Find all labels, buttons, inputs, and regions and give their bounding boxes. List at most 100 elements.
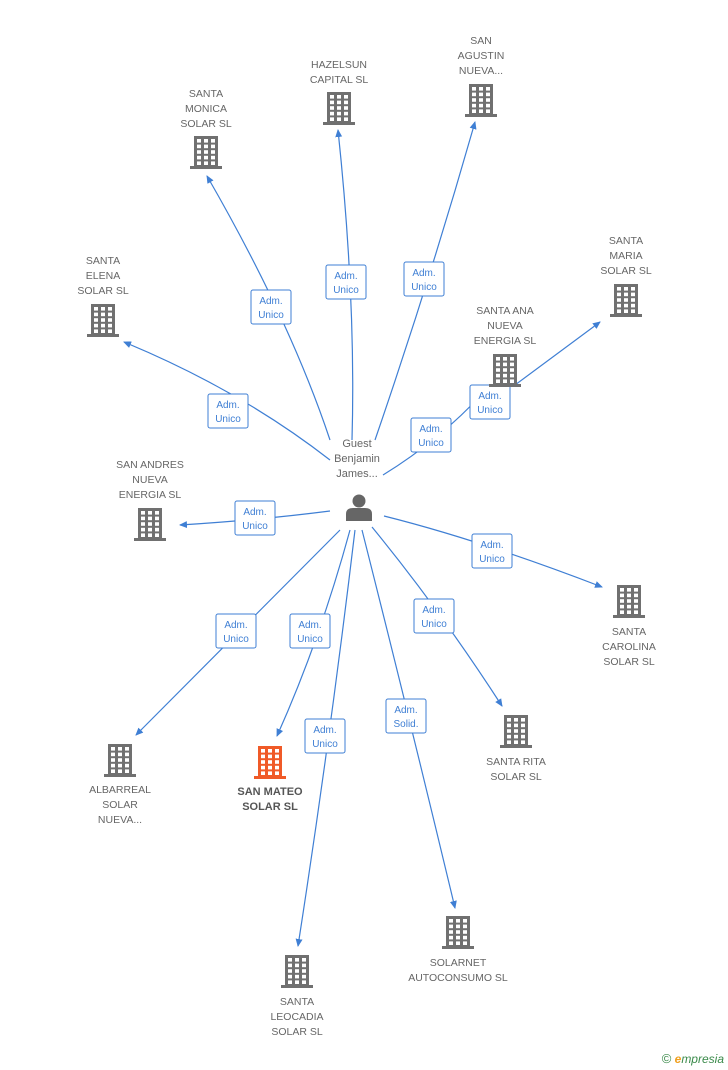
building-icon — [500, 715, 532, 748]
edges-layer — [123, 121, 603, 947]
company-node-san-agustin[interactable]: SAN AGUSTIN NUEVA... — [458, 35, 505, 117]
company-name-line: HAZELSUN — [311, 59, 367, 71]
brand-footer: © empresia — [662, 1051, 724, 1066]
company-name-line: SOLAR SL — [271, 1026, 323, 1038]
company-name-line: SOLARNET — [430, 957, 487, 969]
relation-label-santa-ana[interactable]: Adm. Unico — [410, 417, 452, 453]
company-node-santa-monica[interactable]: SANTA MONICA SOLAR SL — [180, 88, 232, 169]
center-name-line: Guest — [342, 438, 371, 450]
relation-label-santa-carolina[interactable]: Adm.Unico — [471, 533, 513, 569]
building-icon — [613, 585, 645, 618]
company-name-line: SANTA — [612, 626, 646, 638]
company-node-solarnet[interactable]: SOLARNET AUTOCONSUMO SL — [408, 916, 508, 984]
brand-name: mpresia — [681, 1052, 724, 1066]
relation-label-san-andres[interactable]: Adm. Unico — [234, 500, 276, 536]
building-icon — [254, 746, 286, 779]
relation-text: Unico — [297, 634, 323, 645]
building-icon — [442, 916, 474, 949]
edge-santa-maria — [514, 321, 601, 386]
relation-text: Solid. — [393, 719, 418, 730]
relation-text: Unico — [242, 521, 268, 532]
building-icon — [489, 354, 521, 387]
relation-label-solarnet[interactable]: Adm. Solid. — [385, 698, 427, 734]
nodes-layer: HAZELSUN CAPITAL SL SAN AGUSTIN NUEVA... SANT… — [77, 35, 656, 1038]
building-icon — [134, 508, 166, 541]
company-name-line: CAROLINA — [602, 641, 656, 653]
company-name-line: SANTA — [86, 255, 120, 267]
relation-label-santa-rita[interactable]: Adm. Unico — [413, 598, 455, 634]
relation-text: Unico — [223, 634, 249, 645]
building-icon — [281, 955, 313, 988]
company-name-line: SANTA — [189, 88, 223, 100]
company-name-line: SOLAR — [102, 799, 138, 811]
company-name-line: MONICA — [185, 103, 227, 115]
relation-text: Adm. — [419, 424, 442, 435]
company-name-line: SOLAR SL — [242, 801, 298, 813]
company-name-line: SOLAR SL — [180, 118, 232, 130]
building-icon — [190, 136, 222, 169]
relation-text: Adm. — [394, 705, 417, 716]
center-name-line: Benjamin — [334, 453, 380, 465]
company-name-line: SAN — [470, 35, 492, 47]
relation-text: Adm. — [478, 391, 501, 402]
building-icon — [465, 84, 497, 117]
relation-label-san-agustin[interactable]: Adm.Unico — [403, 261, 445, 297]
company-name-line: ELENA — [86, 270, 120, 282]
company-name-line: NUEVA — [487, 320, 522, 332]
center-person[interactable]: Guest Benjamin James... — [334, 438, 380, 521]
relation-text: Unico — [333, 285, 359, 296]
relation-label-san-mateo[interactable]: Adm. Unico — [289, 613, 331, 649]
company-node-hazelsun[interactable]: HAZELSUN CAPITAL SL — [310, 59, 369, 125]
company-name-line: LEOCADIA — [270, 1011, 323, 1023]
company-name-line: MARIA — [609, 250, 642, 262]
relation-label-santa-maria[interactable]: Adm. Unico — [469, 384, 511, 420]
relation-text: Unico — [479, 554, 505, 565]
relation-label-hazelsun[interactable]: Adm. Unico — [325, 264, 367, 300]
company-name-line: CAPITAL SL — [310, 74, 369, 86]
company-name-line: AGUSTIN — [458, 50, 505, 62]
relation-text: Unico — [418, 438, 444, 449]
person-icon — [346, 494, 372, 521]
relation-text: Adm. — [298, 620, 321, 631]
brand-initial: e — [674, 1052, 682, 1066]
relation-label-santa-elena[interactable]: Adm. Unico — [207, 393, 249, 429]
relation-label-santa-monica[interactable]: Adm.Unico — [250, 289, 292, 325]
company-node-santa-carolina[interactable]: SANTA CAROLINA SOLAR SL — [602, 585, 656, 668]
company-node-santa-maria[interactable]: SANTA MARIA SOLAR SL — [600, 235, 652, 317]
relation-text: Unico — [312, 739, 338, 750]
company-name-line: SANTA RITA — [486, 756, 546, 768]
relation-text: Adm. — [243, 507, 266, 518]
relation-text: Adm. — [216, 400, 239, 411]
building-icon — [323, 92, 355, 125]
company-name-line: NUEVA... — [98, 814, 142, 826]
company-name-line: NUEVA... — [459, 65, 503, 77]
relation-label-albarreal[interactable]: Adm.Unico — [215, 613, 257, 649]
company-name-line: ENERGIA SL — [474, 335, 537, 347]
company-name-line: ENERGIA SL — [119, 489, 182, 501]
relation-label-santa-leocadia[interactable]: Adm. Unico — [304, 718, 346, 754]
relation-text: Unico — [477, 405, 503, 416]
copyright-icon: © — [661, 1051, 672, 1066]
building-icon — [104, 744, 136, 777]
relation-text: Unico — [411, 282, 437, 293]
relation-text: Adm. — [334, 271, 357, 282]
relation-text: Adm. — [422, 605, 445, 616]
relation-labels-layer: Adm.UnicoAdm.UnicoAdm.UnicoAdm.UnicoAdm.… — [207, 261, 513, 754]
company-node-albarreal[interactable]: ALBARREALSOLARNUEVA... — [89, 744, 151, 826]
company-name-line: NUEVA — [132, 474, 167, 486]
company-name-line: SANTA — [609, 235, 643, 247]
relation-text: Unico — [421, 619, 447, 630]
company-name-line: SOLAR SL — [603, 656, 655, 668]
relation-text: Adm. — [313, 725, 336, 736]
relation-text: Unico — [215, 414, 241, 425]
company-name-line: SOLAR SL — [600, 265, 652, 277]
company-name-line: AUTOCONSUMO SL — [408, 972, 508, 984]
relation-text: Unico — [258, 310, 284, 321]
